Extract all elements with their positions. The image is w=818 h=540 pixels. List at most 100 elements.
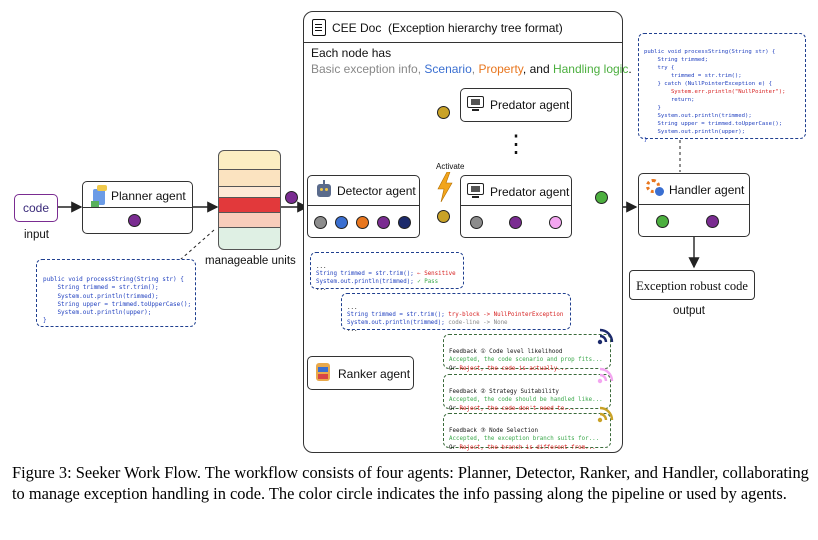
predator-code-line-3: ... [347,327,358,334]
feedback-3-or: Or [449,444,460,451]
lightning-icon [437,172,453,202]
planner-code-line-3: String upper = trimmed.toUpperCase(); [43,300,192,308]
feedback-2-or: Or [449,405,460,412]
planner-icon [91,185,109,207]
handler-code-line-3: trimmed = str.trim(); [644,73,742,79]
detector-orange-dot [356,216,369,229]
detector-navy-dot [398,216,411,229]
ranker-agent-box: Ranker agent [307,356,414,390]
predator-gray-dot [470,216,483,229]
handler-green-dot [656,215,669,228]
input-label: input [24,229,49,241]
code-input-label: code [22,201,50,215]
handler-code-box: public void processString(String str) { … [638,33,806,143]
planner-purple-dot [128,214,141,227]
planner-code-line-4: System.out.println(upper); [43,309,152,317]
predator-top-gold-dot [437,106,450,119]
ranker-agent-title: Ranker agent [338,367,411,381]
green-pass-dot [595,191,608,204]
planner-code-line-0: public void processString(String str) { [43,276,184,284]
predator-bottom-gold-dot [437,210,450,223]
predator-code-note-1: try-block -> NullPointerException [448,312,564,319]
cee-doc-subtitle: (Exception hierarchy tree format) [388,21,563,35]
predator-code-note-2: code-line -> None [448,319,508,326]
output-label: output [673,305,705,317]
node-handling: Handling logic [552,62,629,76]
predator-code-line-1: String trimmed = str.trim(); [347,312,449,319]
feedback-box-1: Feedback ① Code level likelihood Accepte… [443,334,611,372]
planner-agent-title: Planner agent [111,189,186,203]
node-property: Property [478,62,523,76]
handler-code-line-11: } [644,137,648,143]
planner-code-line-5: } [43,317,47,325]
node-basic-info: Basic exception info, [311,62,425,76]
predator-agent-top-box: Predator agent [460,88,572,122]
planner-code-box: public void processString(String str) { … [36,259,196,327]
handler-code-line-0: public void processString(String str) { [644,49,776,55]
predator-agent-bottom-title: Predator agent [490,185,570,199]
detector-agent-box: Detector agent [307,175,420,238]
predator-code-line-2: System.out.println(trimmed); [347,319,449,326]
predator-agent-bottom-box: Predator agent [460,175,572,238]
signal-icon [597,328,614,345]
node-period: . [628,62,632,76]
detector-code-note-2: ✓ Pass [417,278,439,285]
each-node-has: Each node has [311,46,392,60]
detector-purple-dot [377,216,390,229]
detector-blue-dot [335,216,348,229]
robot-icon [314,180,334,200]
handler-code-line-7: } [644,105,661,111]
feedback-2-reject: Reject, the code don't need to... [459,405,575,412]
node-sep-1: , [471,62,479,76]
feedback-1-reject: Reject, the code is actually... [459,365,568,372]
signal-icon [597,406,614,423]
handler-code-line-1: String trimmed; [644,57,708,63]
feedback-3-accept: Accepted, the exception branch suits for… [449,436,600,442]
detector-gray-dot [314,216,327,229]
predator-purple-dot [509,216,522,229]
predator-code-line-0: ... [347,304,358,311]
detector-code-line-3: ... [316,286,327,293]
feedback-3-reject: Reject, the branch is different from... [459,444,596,451]
handler-code-line-10: System.out.println(upper); [644,129,746,135]
feedback-1-title: Feedback ① Code level likelihood [449,348,563,355]
feedback-2-accept: Accepted, the code should be handled lik… [449,397,603,403]
figure-caption: Figure 3: Seeker Work Flow. The workflow… [12,463,809,503]
handler-code-line-6: return; [644,97,695,103]
output-box-label: Exception robust code [636,279,748,293]
feedback-1-accept: Accepted, the code scenario and prop fit… [449,357,603,363]
predator-agent-top-title: Predator agent [490,98,570,112]
planner-agent-box: Planner agent [82,181,193,234]
manageable-units-stack [218,150,281,250]
detector-code-line-2: System.out.println(trimmed); [316,278,418,285]
detector-agent-title: Detector agent [337,184,416,198]
signal-icon [597,367,614,384]
ranker-icon [314,363,332,383]
handler-purple-dot [706,215,719,228]
units-purple-dot [285,191,298,204]
gear-person-icon [646,179,666,199]
document-icon [312,19,326,36]
planner-code-line-2: System.out.println(trimmed); [43,292,159,300]
vertical-dots: ⋮ [504,131,528,158]
feedback-box-3: Feedback ③ Node Selection Accepted, the … [443,413,611,451]
handler-agent-title: Handler agent [669,183,745,197]
handler-code-line-2: try { [644,65,675,71]
code-input-box: code [14,194,58,222]
feedback-1-or: Or [449,365,460,372]
handler-code-line-4: } catch (NullPointerException e) { [644,81,772,87]
handler-code-line-8: System.out.println(trimmed); [644,113,752,119]
detector-code-box: ... String trimmed = str.trim(); ← Sensi… [310,252,464,293]
manageable-units-label: manageable units [205,255,296,267]
node-scenario: Scenario [424,62,472,76]
handler-code-line-9: String upper = trimmed.toUpperCase(); [644,121,783,127]
computer-icon [467,96,486,114]
detector-code-line-1: String trimmed = str.trim(); [316,271,418,278]
planner-code-line-1: String trimmed = str.trim(); [43,284,159,292]
output-box: Exception robust code [629,270,755,300]
node-and: , and [522,62,553,76]
handler-agent-box: Handler agent [638,173,750,237]
predator-pink-dot [549,216,562,229]
feedback-2-title: Feedback ② Strategy Suitability [449,388,559,395]
computer-icon [467,183,486,201]
